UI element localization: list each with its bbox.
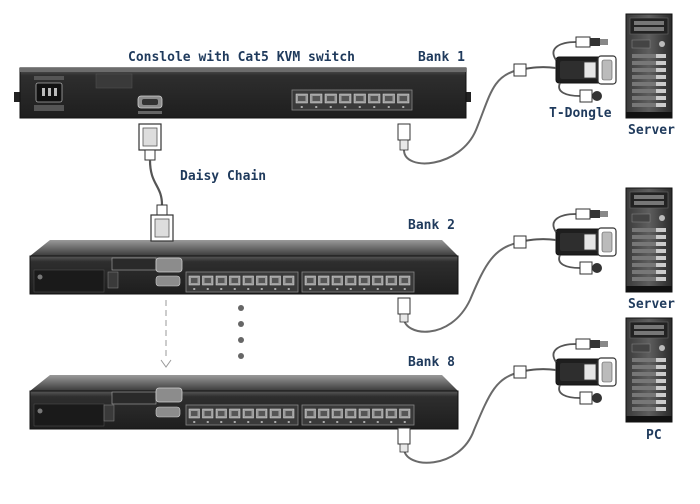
rj45-port-icon <box>304 275 316 290</box>
rj45-port-icon <box>202 408 214 423</box>
rj45-port-icon <box>295 93 308 108</box>
rj45-port-icon <box>304 408 316 423</box>
rj45-port-icon <box>242 275 254 290</box>
bank2-cover-plate <box>33 269 105 293</box>
bank8-screw <box>37 408 43 414</box>
rj45-port-icon <box>385 408 397 423</box>
rj45-port-icon <box>229 275 241 290</box>
rj45-port-icon <box>188 275 200 290</box>
bank2-label: Bank 2 <box>408 218 455 233</box>
bank8-cover-plate <box>33 403 105 427</box>
bank-chain-continuation <box>160 300 172 368</box>
bank8-rj45-ports <box>188 408 411 423</box>
rack-ear-left <box>14 92 23 102</box>
rj45-port-icon <box>310 93 323 108</box>
bank2-rj45-ports <box>188 275 411 290</box>
bank8-top-bevel <box>30 375 458 391</box>
rj45-port-icon <box>269 408 281 423</box>
rj45-port-icon <box>345 408 357 423</box>
server1-label: Server <box>628 123 675 138</box>
t-dongle-icon <box>513 36 617 103</box>
rj45-port-icon <box>372 408 384 423</box>
rj45-port-icon <box>256 275 268 290</box>
bank8-vga-port-icon <box>155 387 183 403</box>
rj45-plug-icon <box>397 427 411 453</box>
rj45-port-icon <box>358 275 370 290</box>
server2-label: Server <box>628 297 675 312</box>
tower-computer-icon <box>625 13 673 119</box>
bank2-screw <box>37 274 43 280</box>
rj45-port-icon <box>372 275 384 290</box>
console-kvm-switch <box>14 67 471 119</box>
tower-computer-icon <box>625 187 673 293</box>
bank2-kvm-switch <box>29 240 459 295</box>
rj45-port-icon <box>399 408 411 423</box>
rj45-port-icon <box>242 408 254 423</box>
ac-power-socket-icon <box>34 76 64 111</box>
bank8-io-panel <box>111 391 157 405</box>
console-title: Conslole with Cat5 KVM switch <box>128 50 355 65</box>
rj45-port-icon <box>385 275 397 290</box>
rj45-port-icon <box>283 275 295 290</box>
bank2-top-bevel <box>30 240 458 256</box>
rj45-port-icon <box>382 93 395 108</box>
daisy-chain-cable <box>138 123 174 242</box>
rj45-port-icon <box>331 275 343 290</box>
bank2-vga-port-icon <box>155 257 183 273</box>
daisy-chain-port-icon <box>137 95 163 114</box>
pc-label: PC <box>646 428 662 443</box>
rj45-port-icon <box>358 408 370 423</box>
rj45-plug-icon <box>397 123 411 151</box>
console-label-plate <box>95 73 133 89</box>
cat5-cables <box>403 69 521 464</box>
bank8-label: Bank 8 <box>408 355 455 370</box>
rj45-port-icon <box>256 408 268 423</box>
t-dongle-icon <box>513 208 617 275</box>
rj45-port-icon <box>318 408 330 423</box>
rj45-port-icon <box>339 93 352 108</box>
rj45-port-icon <box>345 275 357 290</box>
rj45-port-icon <box>229 408 241 423</box>
cable-bank1 <box>403 69 519 165</box>
ellipsis-dots <box>238 305 244 359</box>
bank8-chain-port-icon <box>155 406 181 418</box>
t-dongle-label: T-Dongle <box>549 106 612 121</box>
rj45-port-icon <box>188 408 200 423</box>
tower-computer-icon <box>625 317 673 423</box>
rj45-port-icon <box>283 408 295 423</box>
rj45-plug-icon <box>397 297 411 323</box>
console-rj45-ports <box>295 93 410 108</box>
bank1-label: Bank 1 <box>418 50 465 65</box>
bank2-chain-port-icon <box>155 275 181 287</box>
bank8-kvm-switch <box>29 375 459 430</box>
rj45-port-icon <box>269 275 281 290</box>
bank2-io-panel <box>111 257 157 271</box>
cable-bank8 <box>403 371 521 464</box>
daisy-chain-label: Daisy Chain <box>180 169 267 184</box>
rj45-port-icon <box>397 93 410 108</box>
t-dongle-icon <box>513 338 617 405</box>
rj45-port-icon <box>353 93 366 108</box>
rj45-port-icon <box>215 408 227 423</box>
rj45-port-icon <box>318 275 330 290</box>
rj45-port-icon <box>215 275 227 290</box>
console-top-edge <box>20 68 466 72</box>
rj45-port-icon <box>399 275 411 290</box>
cable-bank2 <box>403 241 521 333</box>
rj45-port-icon <box>331 408 343 423</box>
rj45-port-icon <box>368 93 381 108</box>
rj45-port-icon <box>324 93 337 108</box>
rj45-port-icon <box>202 275 214 290</box>
bank2-power-jack <box>107 271 119 289</box>
bank8-power-jack <box>103 404 115 422</box>
